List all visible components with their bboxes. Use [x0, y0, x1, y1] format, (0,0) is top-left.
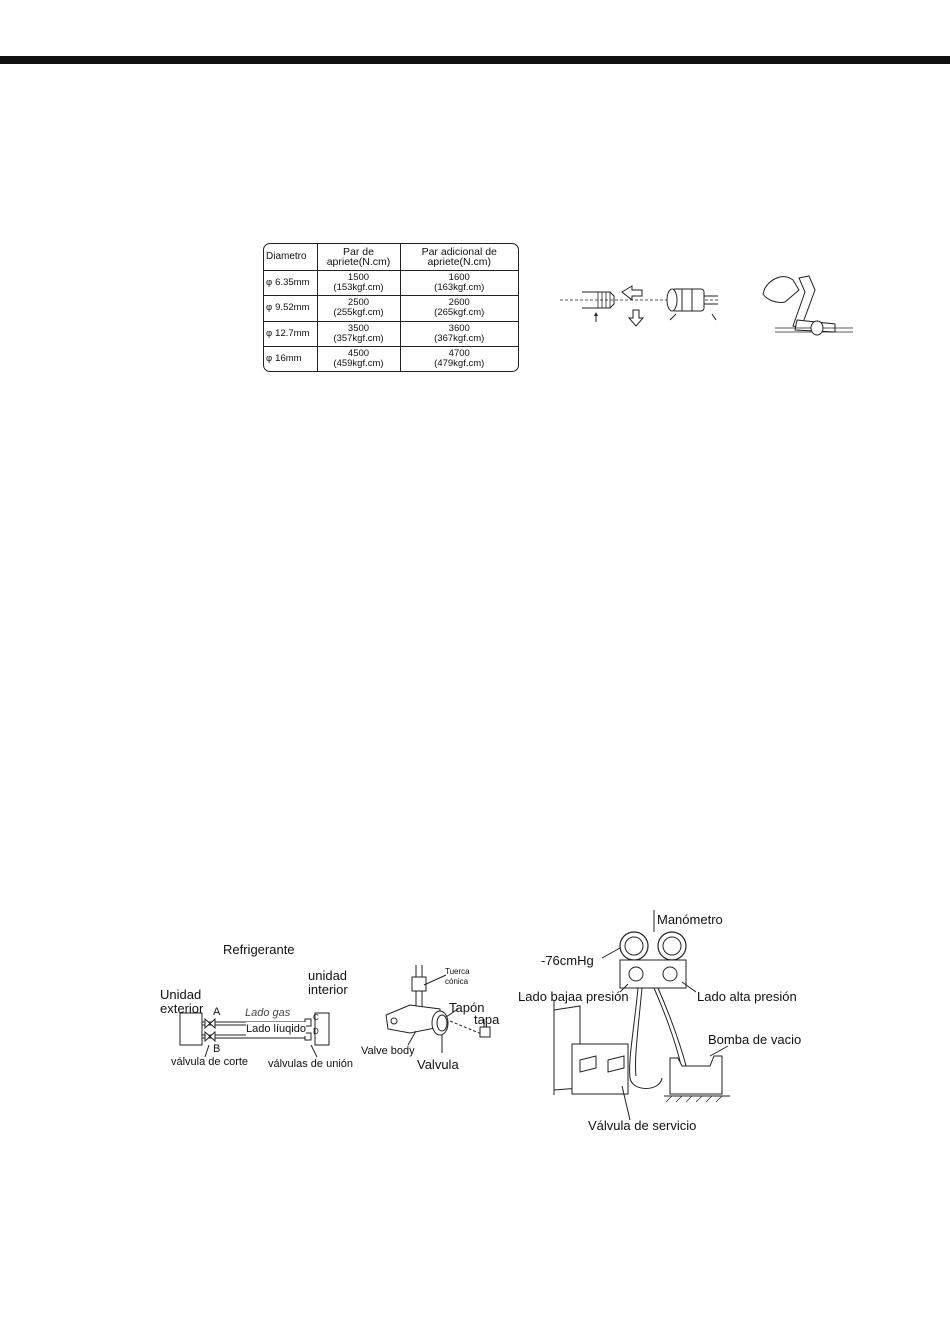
additional-kgf: (265kgf.cm)	[434, 307, 485, 319]
label-lado-alta: Lado alta presión	[697, 989, 797, 1004]
label-unidad: Unidad	[160, 987, 202, 1002]
label-bomba-vacio: Bomba de vacio	[708, 1032, 802, 1047]
label-manometro: Manómetro	[657, 912, 723, 927]
diameter-value: 9.52mm	[275, 302, 310, 314]
cell-additional: 4700(479kgf.cm)	[399, 345, 518, 371]
header-additional-torque: Par adicional de apriete(N.cm)	[399, 244, 518, 271]
vacuum-pump-diagram	[553, 910, 730, 1121]
service-valve-diagram	[385, 965, 491, 1053]
label-valvula: Valvula	[417, 1057, 459, 1072]
label-tapa: tapa	[474, 1012, 500, 1027]
header-rule	[0, 56, 950, 64]
label-point-d: D	[313, 1027, 319, 1036]
torque-table: Diametro Par de apriete(N.cm) Par adicio…	[263, 243, 519, 372]
label-pressure-reading: -76cmHg	[541, 953, 594, 968]
flare-nut-illustration	[560, 285, 720, 327]
additional-kgf: (367kgf.cm)	[434, 332, 485, 344]
cell-torque: 4500(459kgf.cm)	[316, 345, 401, 371]
label-point-a: A	[213, 1006, 221, 1018]
diameter-value: 12.7mm	[275, 327, 310, 339]
diameter-value: 16mm	[275, 352, 302, 364]
label-refrigerante: Refrigerante	[223, 942, 295, 957]
label-valvula-corte: válvula de corte	[171, 1056, 249, 1068]
diameter-value: 6.35mm	[275, 277, 310, 289]
label-lado-baja: Lado bajaa presión	[518, 989, 629, 1004]
additional-ncm: 4700	[448, 347, 470, 359]
additional-ncm: 3600	[448, 322, 470, 334]
label-point-c: C	[313, 1013, 319, 1022]
additional-ncm: 2600	[448, 297, 470, 309]
header-diameter: Diametro	[264, 244, 318, 271]
torque-ncm: 3500	[347, 322, 370, 334]
cell-additional: 3600(367kgf.cm)	[399, 320, 518, 347]
label-lado-liquido: Lado líuqido	[246, 1022, 306, 1036]
label-valvulas-union: válvulas de unión	[268, 1058, 354, 1070]
cell-additional: 2600(265kgf.cm)	[399, 295, 518, 322]
label-tuerca: Tuerca	[445, 967, 470, 976]
label-lado-gas: Lado gas	[245, 1007, 291, 1019]
cell-torque: 2500(255kgf.cm)	[316, 295, 401, 322]
cell-torque: 3500(357kgf.cm)	[316, 320, 401, 347]
torque-kgf: (153kgf.cm)	[333, 282, 384, 294]
torque-ncm: 1500	[347, 272, 370, 284]
torque-table-header: Diametro Par de apriete(N.cm) Par adicio…	[264, 244, 518, 271]
label-valve-body: Valve body	[361, 1045, 415, 1057]
torque-ncm: 4500	[347, 347, 370, 359]
label-point-b: B	[213, 1043, 221, 1055]
label-unidad-interior: unidad	[308, 968, 348, 983]
label-interior: interior	[308, 982, 348, 997]
label-tapon: Tapón	[449, 1000, 485, 1015]
additional-ncm: 1600	[448, 272, 470, 284]
wrench-tightening-illustration	[762, 275, 853, 336]
additional-kgf: (479kgf.cm)	[434, 357, 485, 369]
diameter-symbol: φ	[266, 302, 273, 314]
torque-kgf: (357kgf.cm)	[333, 332, 384, 344]
label-valvula-servicio: Válvula de servicio	[588, 1118, 697, 1133]
diameter-symbol: φ	[266, 352, 273, 364]
label-exterior: exterior	[160, 1001, 204, 1016]
diameter-symbol: φ	[266, 277, 273, 289]
additional-kgf: (163kgf.cm)	[434, 282, 485, 294]
torque-kgf: (459kgf.cm)	[333, 357, 384, 369]
torque-ncm: 2500	[347, 297, 370, 309]
header-torque: Par de apriete(N.cm)	[316, 244, 401, 271]
cell-additional: 1600(163kgf.cm)	[399, 269, 518, 297]
cell-torque: 1500(153kgf.cm)	[316, 269, 401, 297]
torque-kgf: (255kgf.cm)	[333, 307, 384, 319]
label-conica: cónica	[445, 977, 469, 986]
diameter-symbol: φ	[266, 327, 273, 339]
